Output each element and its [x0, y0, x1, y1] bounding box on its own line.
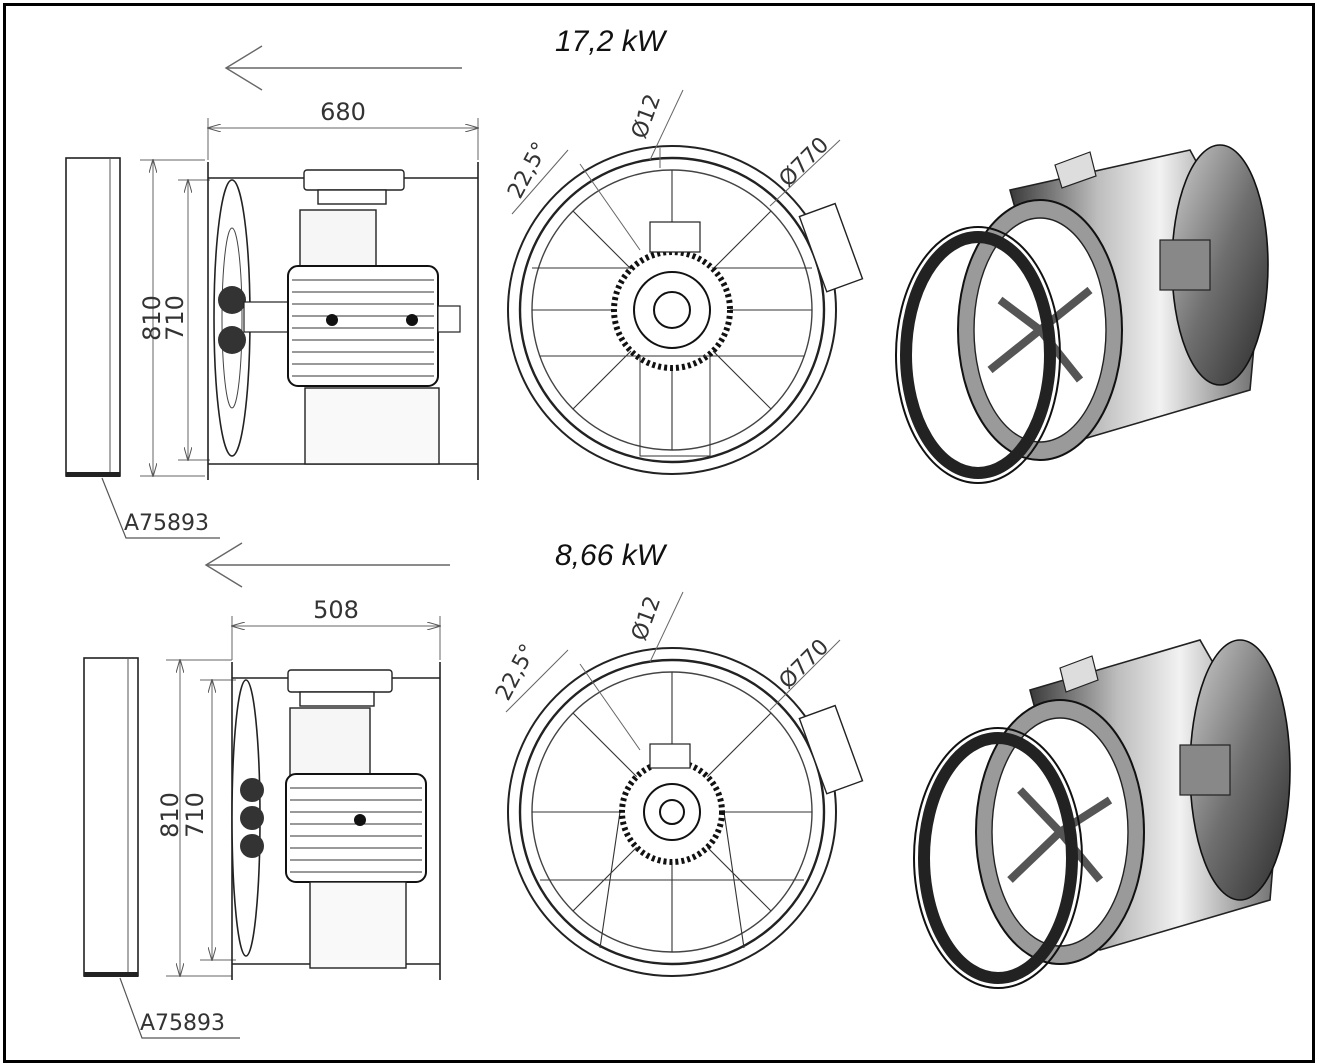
view-top: 17,2 kW 810 710 680 — [65, 25, 1269, 539]
front-dimensions — [505, 591, 841, 751]
length-dimension — [232, 616, 440, 660]
length-dim: 508 — [313, 596, 359, 624]
fan-blade-icon — [213, 179, 295, 457]
fan-wheel-icon — [507, 145, 864, 475]
view-bottom: 8,66 kW 810 710 508 — [83, 539, 1291, 1039]
inner-height-dim: 710 — [161, 295, 189, 341]
power-label: 8,66 kW — [555, 539, 668, 572]
length-dim: 680 — [320, 98, 366, 126]
isometric-view — [913, 639, 1291, 989]
length-dimension — [208, 118, 478, 160]
diameter-dim: Ø770 — [775, 133, 835, 193]
motor-icon — [287, 209, 461, 465]
angle-dim: 22,5° — [503, 138, 553, 203]
inlet-cone — [65, 157, 121, 477]
hole-dim: Ø12 — [627, 593, 666, 644]
front-dimensions — [511, 89, 841, 251]
hole-dim: Ø12 — [627, 91, 666, 142]
airflow-arrow-icon — [204, 542, 450, 588]
motor-mount — [303, 169, 405, 205]
outer-height-dim: 810 — [156, 792, 184, 838]
motor-mount — [287, 669, 393, 707]
fan-blade-icon — [231, 679, 264, 957]
power-label: 17,2 kW — [555, 25, 668, 58]
fan-wheel-icon — [507, 647, 864, 977]
height-dimensions — [140, 160, 210, 476]
height-dimensions — [166, 660, 236, 976]
airflow-arrow-icon — [224, 45, 462, 91]
inner-height-dim: 710 — [181, 792, 209, 838]
motor-icon — [285, 707, 427, 969]
part-label: A75893 — [140, 1011, 225, 1036]
diameter-dim: Ø770 — [775, 635, 835, 695]
part-label: A75893 — [124, 511, 209, 536]
outer-height-dim: 810 — [138, 295, 166, 341]
angle-dim: 22,5° — [491, 640, 541, 705]
inlet-cone — [83, 657, 139, 977]
isometric-view — [895, 144, 1269, 484]
